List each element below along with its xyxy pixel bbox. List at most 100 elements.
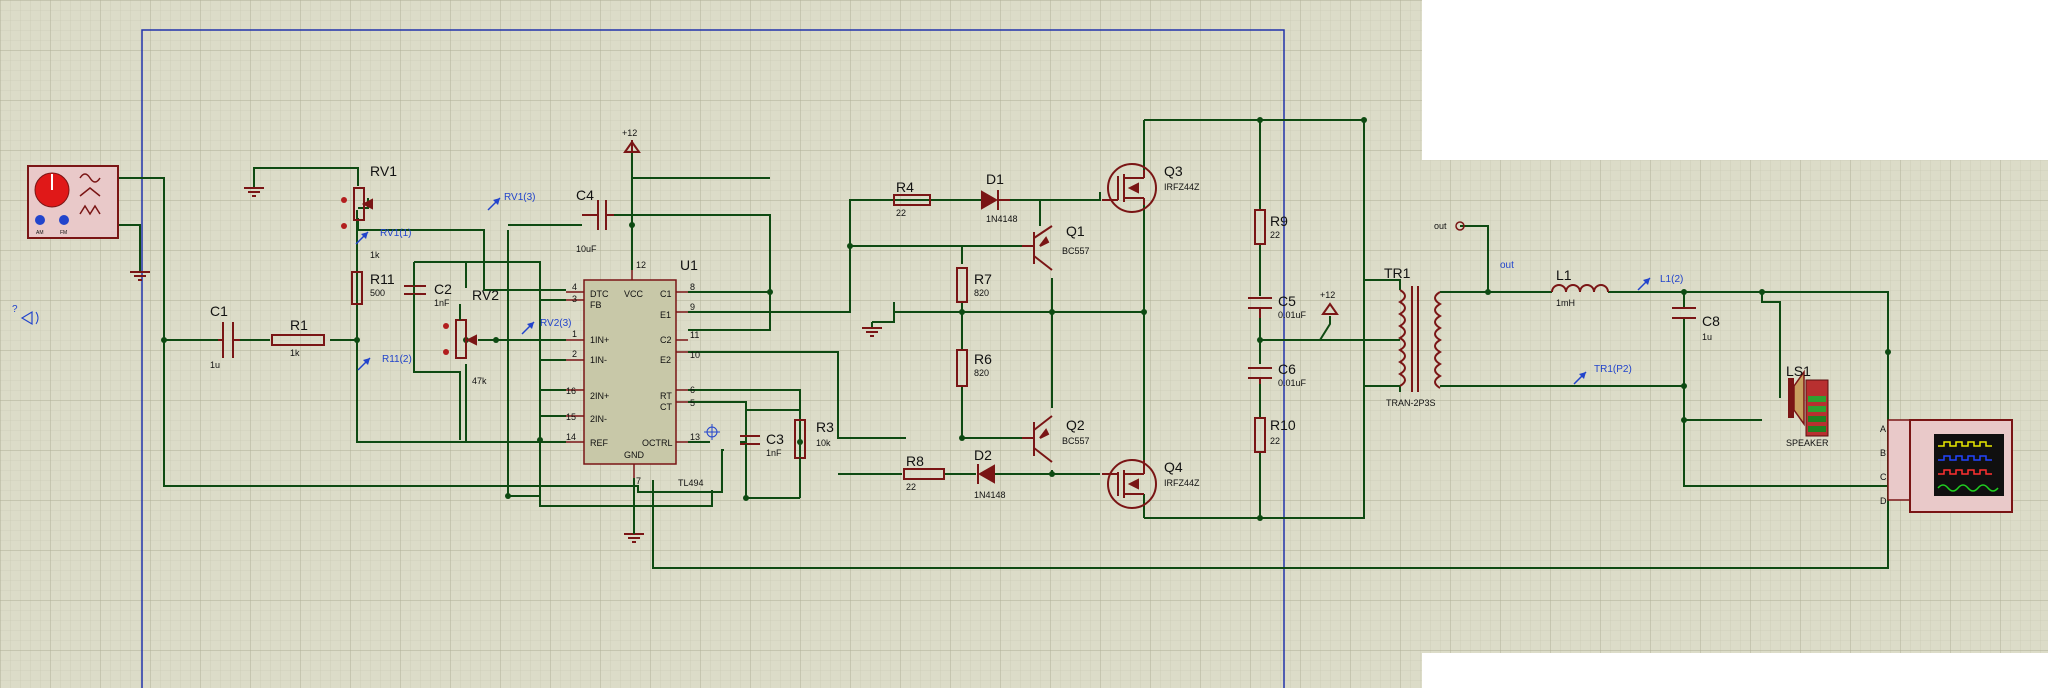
resistor-r4[interactable]: R4 22 [893, 179, 931, 218]
r1-ref-label: R1 [290, 317, 308, 333]
c8-ref-label: C8 [1702, 313, 1720, 329]
r9-ref-label: R9 [1270, 213, 1288, 229]
ls1-ref-label: LS1 [1786, 363, 1811, 379]
capacitor-c1[interactable]: C1 1u [210, 303, 240, 370]
transistor-q1[interactable]: Q1 BC557 [1022, 223, 1090, 271]
test-point-icon[interactable] [704, 424, 720, 440]
rv1-value-label: 1k [370, 250, 380, 260]
capacitor-c3[interactable]: C3 1nF [740, 431, 784, 498]
u1-pinnum-1: 1 [572, 329, 577, 339]
r4-ref-label: R4 [896, 179, 914, 195]
resistor-r7[interactable]: R7 820 [956, 267, 992, 303]
u1-pinnum-2: 2 [572, 349, 577, 359]
scope-channel-c: C [1880, 472, 1887, 482]
speaker-ls1[interactable]: LS1 SPEAKER [1786, 363, 1829, 448]
resistor-r11[interactable]: R11 500 [351, 271, 395, 305]
capacitor-c8[interactable]: C8 1u [1672, 307, 1720, 342]
speaker-probe-icon[interactable]: ? [12, 304, 39, 326]
scope-channel-d: D [1880, 496, 1887, 506]
resistor-r8[interactable]: R8 22 [903, 453, 945, 492]
u1-pin-dtc: DTC [590, 289, 609, 299]
r1-value-label: 1k [290, 348, 300, 358]
resistor-r9[interactable]: R9 22 [1254, 209, 1288, 245]
u1-pinnum-6: 6 [690, 385, 695, 395]
r10-ref-label: R10 [1270, 417, 1296, 433]
tr1-ref-label: TR1 [1384, 265, 1411, 281]
resistor-r3[interactable]: R3 10k [794, 419, 834, 498]
mosfet-q4[interactable]: Q4 IRFZ44Z [1102, 459, 1200, 509]
u1-pin-vcc: VCC [624, 289, 644, 299]
out-terminal[interactable]: out [1434, 221, 1465, 231]
u1-pin-e2: E2 [660, 355, 671, 365]
rv2-ref-label: RV2 [472, 287, 499, 303]
c8-value-label: 1u [1702, 332, 1712, 342]
c1-ref-label: C1 [210, 303, 228, 319]
probe-rv2-3-label: RV2(3) [540, 318, 572, 329]
r11-ref-label: R11 [370, 271, 395, 287]
probe-r11-2[interactable]: R11(2) [357, 354, 412, 371]
mosfet-q3[interactable]: Q3 IRFZ44Z [1102, 163, 1200, 213]
d1-ref-label: D1 [986, 171, 1004, 187]
u1-pin-gnd: GND [624, 450, 645, 460]
probe-rv2-3[interactable]: RV2(3) [521, 318, 572, 335]
u1-pinnum-16: 16 [566, 386, 576, 396]
probe-rv1-3[interactable]: RV1(3) [487, 192, 536, 211]
u1-pinnum-13: 13 [690, 432, 700, 442]
rv2-value-label: 47k [472, 376, 487, 386]
u1-pin-e1: E1 [660, 310, 671, 320]
q4-value-label: IRFZ44Z [1164, 478, 1200, 488]
probe-rv1-1[interactable]: RV1(1) [355, 228, 412, 245]
ground-symbol-e1 [862, 327, 882, 337]
c5-ref-label: C5 [1278, 293, 1296, 309]
junction-dots [161, 117, 1891, 521]
probe-tr1-p2[interactable]: TR1(P2) [1573, 364, 1632, 385]
u1-pinnum-15: 15 [566, 412, 576, 422]
resistor-r6[interactable]: R6 820 [956, 349, 992, 387]
resistor-r10[interactable]: R10 22 [1254, 417, 1296, 453]
transistor-q2[interactable]: Q2 BC557 [1022, 415, 1090, 463]
potentiometer-rv2[interactable]: RV2 47k [443, 287, 499, 386]
u1-pinnum-12: 12 [636, 260, 646, 270]
potentiometer-rv1[interactable]: RV1 1k [341, 163, 397, 260]
r8-ref-label: R8 [906, 453, 924, 469]
capacitor-c6[interactable]: C6 0.01uF [1248, 361, 1307, 388]
u1-pin-1in-plus: 1IN+ [590, 335, 609, 345]
transformer-tr1[interactable]: TR1 TRAN-2P3S [1384, 265, 1442, 408]
generator-am-label: AM [36, 230, 44, 236]
resistor-r1[interactable]: R1 1k [271, 317, 325, 358]
d1-value-label: 1N4148 [986, 214, 1018, 224]
u1-value-label: TL494 [678, 478, 704, 488]
diode-d2[interactable]: D2 1N4148 [974, 447, 1006, 500]
svg-text:?: ? [12, 304, 18, 315]
q3-value-label: IRFZ44Z [1164, 182, 1200, 192]
r8-value-label: 22 [906, 482, 916, 492]
probe-r11-2-label: R11(2) [382, 354, 412, 365]
power-mid-label: +12 [1320, 290, 1335, 300]
oscilloscope[interactable]: A B C D [1880, 419, 2013, 513]
diode-d1[interactable]: D1 1N4148 [981, 171, 1018, 224]
u1-pinnum-7: 7 [636, 476, 641, 486]
inductor-l1[interactable]: L1 1mH [1551, 267, 1609, 308]
probe-rv1-1-label: RV1(1) [380, 228, 412, 239]
r6-value-label: 820 [974, 368, 989, 378]
sheet-border [141, 29, 1285, 688]
c4-ref-label: C4 [576, 187, 594, 203]
c4-value-label: 10uF [576, 244, 597, 254]
ic-u1-tl494[interactable]: U1 TL494 DTC FB 1IN+ 1IN- 2IN+ 2IN- REF [566, 257, 704, 488]
d2-value-label: 1N4148 [974, 490, 1006, 500]
wire-out-label: out [1500, 260, 1514, 271]
probe-l1-2-label: L1(2) [1660, 274, 1683, 285]
c1-value-label: 1u [210, 360, 220, 370]
c2-ref-label: C2 [434, 281, 452, 297]
r9-value-label: 22 [1270, 230, 1280, 240]
ls1-value-label: SPEAKER [1786, 438, 1829, 448]
capacitor-c4[interactable]: C4 10uF [576, 187, 614, 254]
capacitor-c2[interactable]: C2 1nF [404, 262, 452, 372]
r3-ref-label: R3 [816, 419, 834, 435]
u1-pin-c2: C2 [660, 335, 672, 345]
probe-l1-2[interactable]: L1(2) [1637, 274, 1683, 291]
signal-generator[interactable]: AM FM [27, 165, 119, 239]
capacitor-c5[interactable]: C5 0.01uF [1248, 293, 1307, 320]
